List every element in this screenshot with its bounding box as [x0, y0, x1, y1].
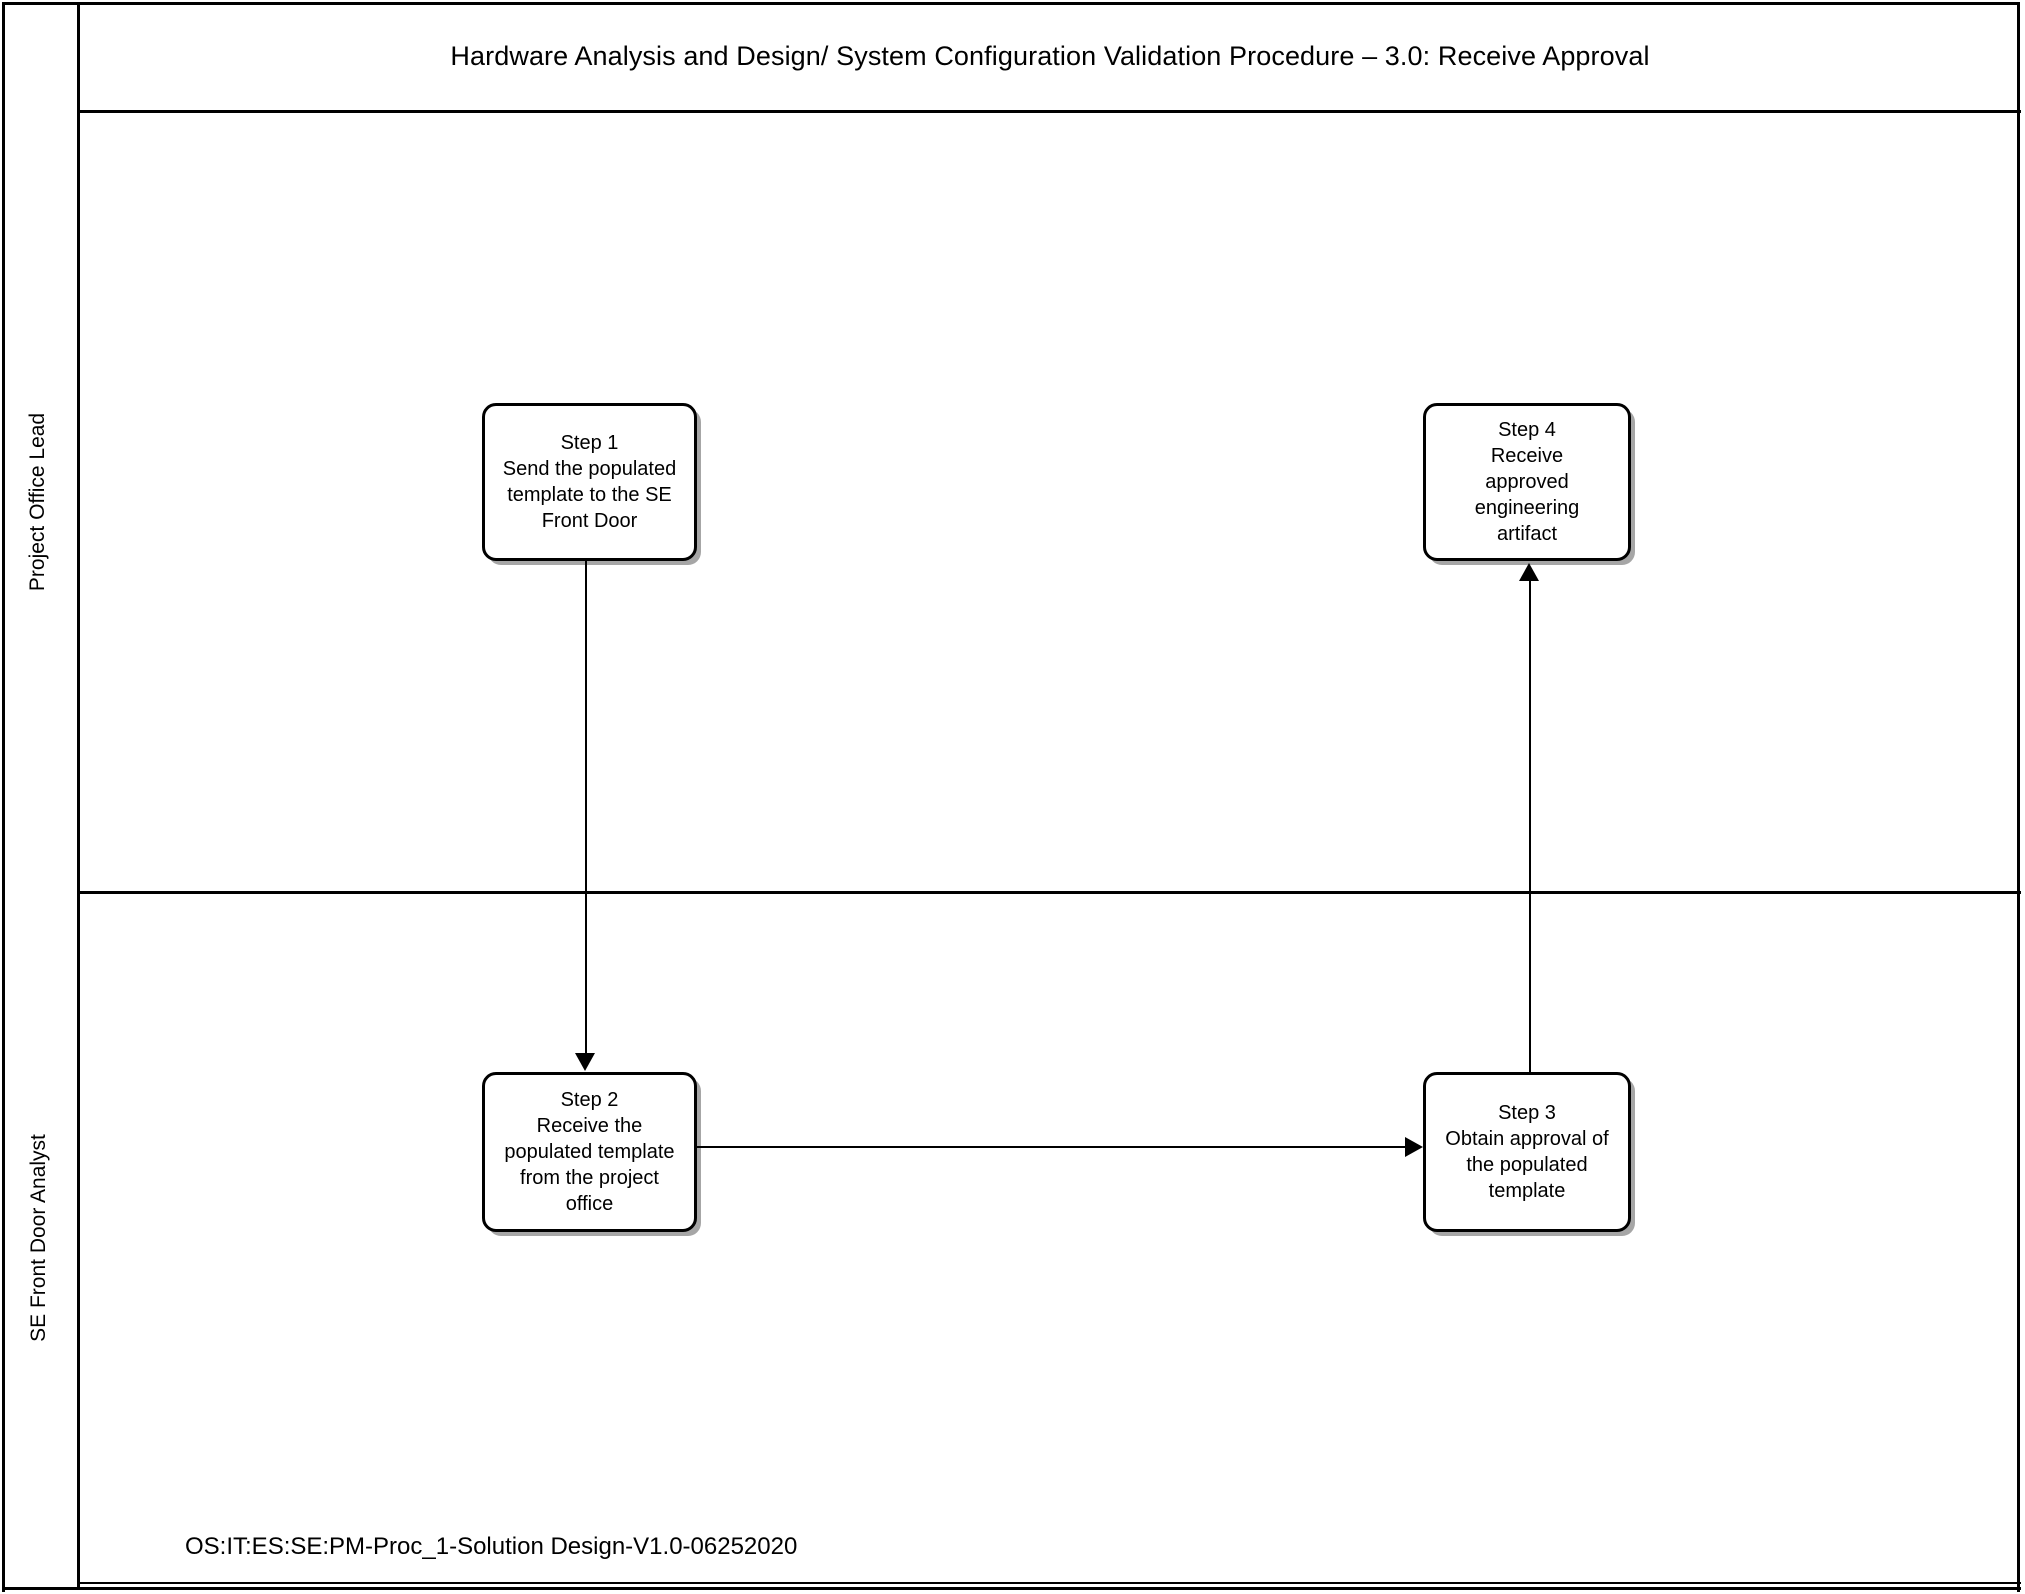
- process-node-step-1[interactable]: Step 1 Send the populated template to th…: [482, 403, 697, 561]
- arrowhead-right-icon: [1405, 1137, 1423, 1157]
- process-node-label: Step 4 Receive approved engineering arti…: [1474, 419, 1580, 545]
- process-node-step-4[interactable]: Step 4 Receive approved engineering arti…: [1423, 403, 1631, 561]
- process-node-step-3[interactable]: Step 3 Obtain approval of the populated …: [1423, 1072, 1631, 1232]
- arrowhead-down-icon: [575, 1053, 595, 1071]
- process-node-label: Step 3 Obtain approval of the populated …: [1445, 1102, 1609, 1202]
- process-node-step-2[interactable]: Step 2 Receive the populated template fr…: [482, 1072, 697, 1232]
- process-node-label: Step 1 Send the populated template to th…: [502, 432, 677, 532]
- swimlane-label-se-front-door-analyst: SE Front Door Analyst: [0, 894, 77, 1582]
- footer-separator-rule: [80, 1582, 2021, 1584]
- process-node-label: Step 2 Receive the populated template fr…: [504, 1089, 675, 1215]
- lane-label-column-divider: [77, 2, 80, 1590]
- connector-step1-to-step2: [585, 561, 587, 1061]
- title-separator-rule: [77, 110, 2021, 113]
- document-id-footer: OS:IT:ES:SE:PM-Proc_1-Solution Design-V1…: [185, 1533, 798, 1560]
- swimlane-label-text: SE Front Door Analyst: [26, 1134, 50, 1342]
- diagram-title: Hardware Analysis and Design/ System Con…: [450, 40, 1650, 71]
- swimlane-label-text: Project Office Lead: [26, 412, 50, 592]
- connector-step3-to-step4: [1529, 580, 1531, 1072]
- diagram-frame-bottom-border: [2, 1587, 2021, 1590]
- connector-step2-to-step3: [697, 1146, 1409, 1148]
- arrowhead-up-icon: [1519, 563, 1539, 581]
- swimlane-label-project-office-lead: Project Office Lead: [0, 113, 77, 891]
- lane-separator-rule: [77, 891, 2021, 894]
